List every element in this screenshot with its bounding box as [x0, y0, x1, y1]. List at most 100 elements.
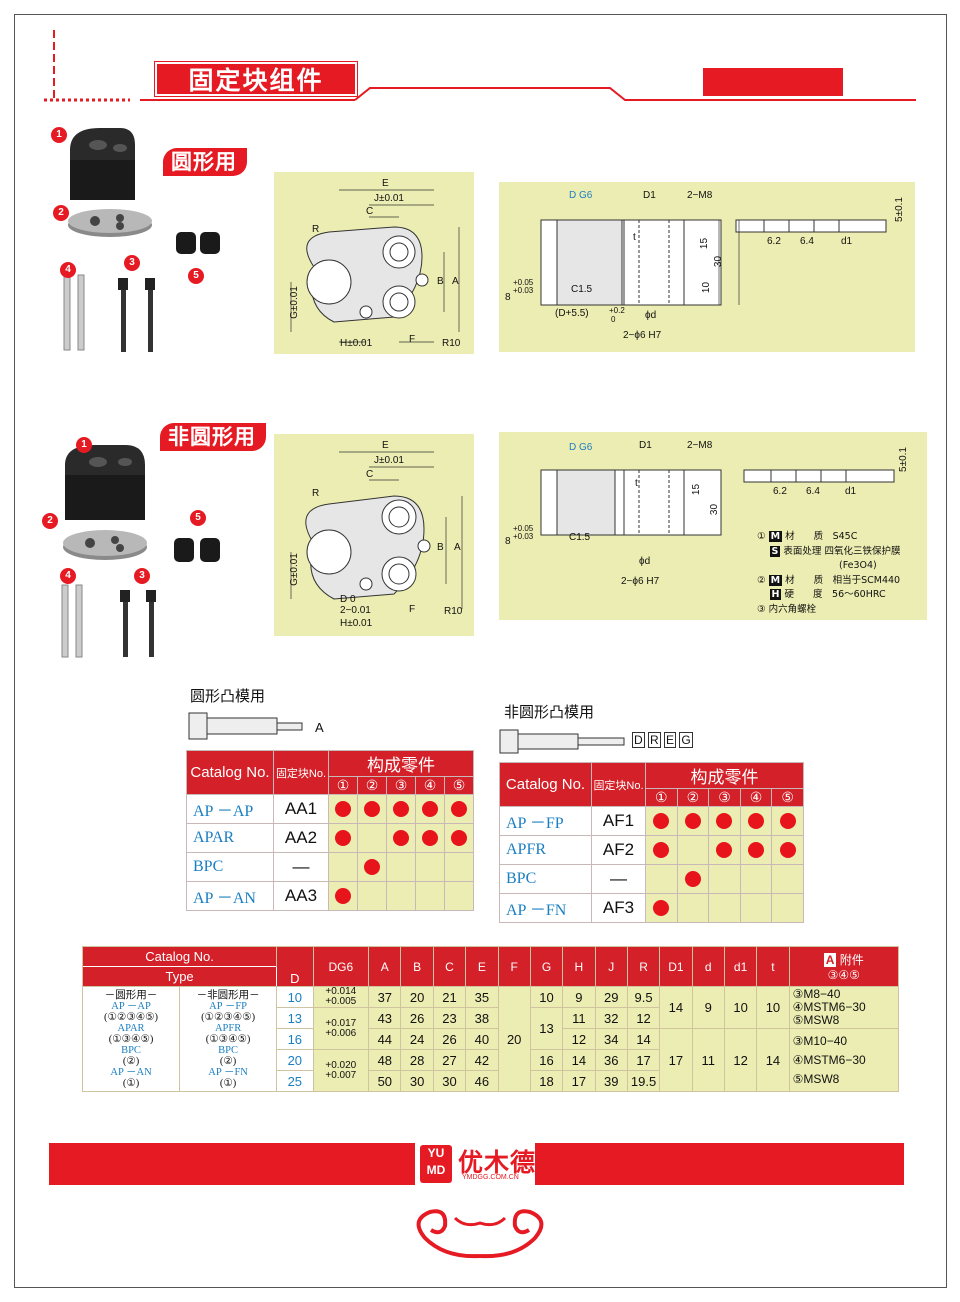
cell-d1: 10 — [723, 986, 758, 1029]
included-dot — [748, 841, 765, 858]
dim-label: B — [437, 276, 444, 287]
drawing-nonround-side: D G6 D1 2−M8 t 15 30 8 +0.05 +0.03 C1.5 … — [499, 432, 927, 620]
spec-table: Catalog No. D DG6 A B C E F G H J R D1 d… — [81, 946, 900, 1092]
cell-G: 18 — [529, 1070, 564, 1092]
included-dot — [779, 841, 796, 858]
footer-bar-left — [49, 1143, 415, 1185]
col-d1: d1 — [723, 946, 758, 987]
col-R: R — [626, 946, 661, 987]
part-cell — [415, 794, 445, 824]
cell-D: 13 — [276, 1007, 314, 1029]
part-cell — [386, 852, 416, 882]
part-num-3: ③ — [386, 776, 416, 795]
table-row: BPC— — [499, 864, 804, 894]
material-row: H 硬 度 56～60HRC — [769, 589, 886, 600]
badge-1: 1 — [76, 437, 92, 453]
dim-label: C — [366, 469, 374, 480]
dim-label: 5±0.1 — [897, 447, 909, 472]
part-cell — [328, 852, 358, 882]
dim-label: R — [312, 488, 320, 499]
brand-name: 优木德 — [458, 1148, 537, 1177]
col-B: B — [400, 946, 434, 987]
dim-label: D G6 — [569, 190, 593, 201]
part-cell — [771, 893, 804, 923]
col-catalog: Catalog No. — [499, 762, 592, 807]
dim-label: 8 — [505, 292, 511, 303]
cell-tol: +0.014+0.005 — [312, 986, 370, 1008]
badge-4: 4 — [60, 568, 76, 584]
parts-photo-round — [63, 128, 220, 352]
part-cell — [386, 823, 416, 853]
col-parts: 构成零件 — [645, 762, 804, 789]
included-dot — [716, 812, 733, 829]
included-dot — [684, 870, 701, 887]
cell-E: 46 — [465, 1070, 499, 1092]
section-label-round: 圆形用 — [163, 148, 247, 176]
included-dot — [748, 812, 765, 829]
dim-label: D 0 — [340, 594, 356, 605]
dim-label: 15 — [691, 483, 703, 496]
cell-R: 14 — [626, 1028, 661, 1050]
dim-label: 10 — [701, 281, 713, 294]
cell-E: 40 — [465, 1028, 499, 1050]
part-cell — [357, 852, 387, 882]
dim-label: H±0.01 — [340, 618, 373, 629]
col-F: F — [497, 946, 531, 987]
col-G: G — [529, 946, 564, 987]
part-num-5: ⑤ — [771, 788, 804, 807]
page-title: 固定块组件 — [154, 61, 358, 97]
dim-label: A — [452, 276, 459, 287]
block-cell: AA3 — [273, 881, 329, 911]
catalog-cell: AP －FN — [499, 893, 592, 923]
header-accent-block — [703, 68, 843, 96]
badge-5: 5 — [190, 510, 206, 526]
brand-url: YMDGG.COM.CN — [462, 1174, 519, 1181]
part-cell — [708, 893, 741, 923]
types-round-cell: －圆形用－ AP －AP (①②③④⑤) APAR (①③④⑤) BPC (②)… — [81, 986, 181, 1092]
dim-label: C — [366, 206, 374, 217]
part-cell — [357, 823, 387, 853]
dim-label: 30 — [709, 503, 721, 516]
col-A: A — [368, 946, 402, 987]
part-num-1: ① — [328, 776, 358, 795]
dim-label: 0 — [611, 315, 616, 324]
part-cell — [676, 835, 710, 865]
included-dot — [653, 841, 670, 858]
material-row: ③ 内六角螺栓 — [757, 603, 817, 615]
dim-label: 2−0.01 — [340, 605, 371, 616]
parts-photo-nonround — [61, 445, 220, 658]
dim-label: 6.4 — [806, 486, 820, 497]
block-cell: AA1 — [273, 794, 329, 824]
part-cell — [645, 806, 678, 836]
block-cell: AF2 — [591, 835, 646, 865]
cell-A: 43 — [368, 1007, 402, 1029]
part-cell — [415, 823, 445, 853]
cell-t: 14 — [756, 1028, 790, 1092]
cell-A: 48 — [368, 1049, 402, 1071]
part-cell — [645, 864, 678, 894]
part-cell — [357, 881, 387, 911]
catalog-cell: APAR — [186, 823, 274, 853]
block-cell: AF3 — [591, 893, 646, 923]
block-cell: — — [591, 864, 646, 894]
block-cell: AF1 — [591, 806, 646, 836]
part-cell — [444, 823, 474, 853]
cell-J: 32 — [594, 1007, 628, 1029]
dim-label: t — [635, 478, 638, 489]
round-punch-label: 圆形凸模用 — [190, 687, 266, 705]
included-dot — [451, 800, 467, 817]
dim-label: ϕd — [645, 310, 657, 321]
cell-H: 17 — [562, 1070, 596, 1092]
part-cell — [386, 881, 416, 911]
col-C: C — [432, 946, 467, 987]
dim-label: 30 — [713, 255, 725, 268]
material-row: ① M 材 质 S45C — [757, 531, 858, 542]
page-frame — [14, 14, 947, 1288]
cell-H: 12 — [562, 1028, 596, 1050]
cell-B: 28 — [400, 1049, 434, 1071]
materials-list: ① M 材 质 S45C S 表面处理 四氧化三铁保护膜 (Fe3O4) ② M… — [757, 530, 900, 617]
dim-label: C1.5 — [569, 532, 591, 543]
